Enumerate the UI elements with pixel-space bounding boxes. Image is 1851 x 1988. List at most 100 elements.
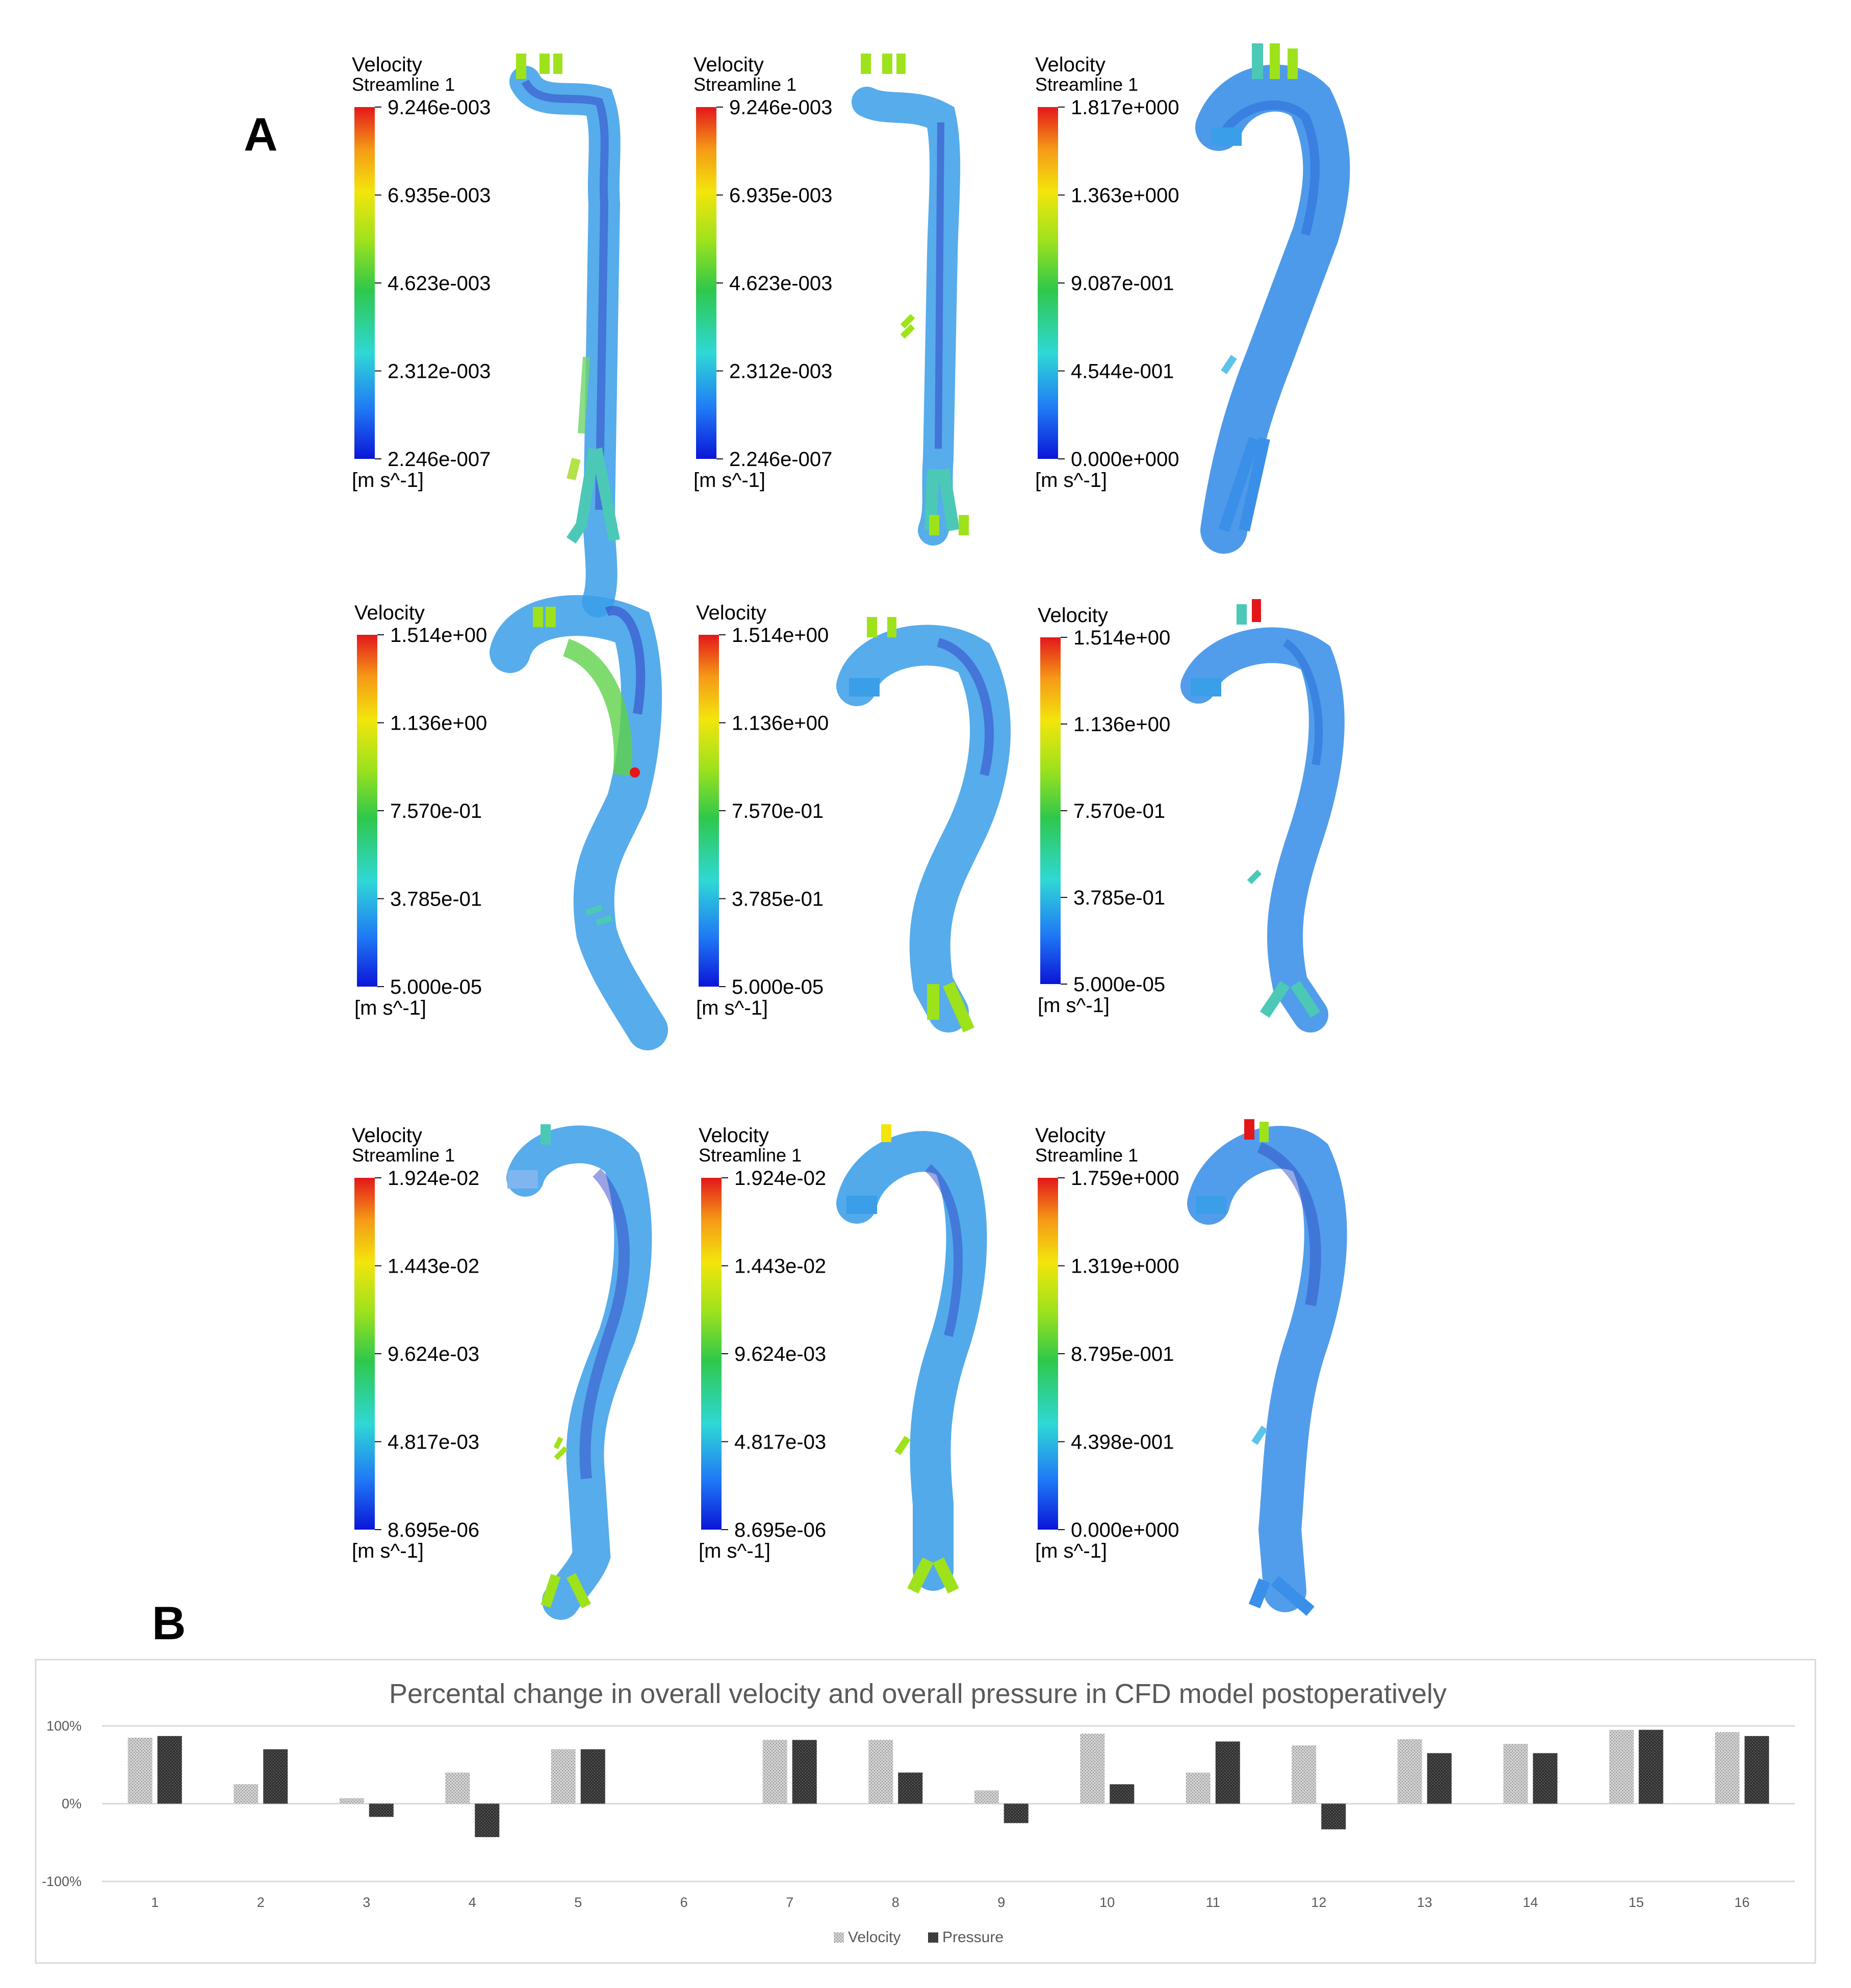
bar-pressure-10 — [1110, 1784, 1135, 1804]
legend-colorbar — [696, 107, 716, 459]
x-tick-label: 6 — [680, 1895, 688, 1910]
bar-velocity-16 — [1715, 1732, 1740, 1804]
legend-tick-label: 1.514e+00 — [390, 624, 487, 647]
color-legend-5: Velocity1.514e+001.136e+007.570e-013.785… — [696, 602, 829, 1019]
legend-label-pressure: Pressure — [942, 1929, 1004, 1946]
legend-unit: [m s^-1] — [354, 997, 426, 1019]
legend-tick-label: 7.570e-01 — [1073, 800, 1165, 822]
x-tick-label: 15 — [1629, 1895, 1644, 1910]
legend-tick-label: 9.624e-03 — [388, 1343, 479, 1365]
aorta-render-1 — [509, 54, 621, 617]
legend-unit: [m s^-1] — [696, 997, 768, 1019]
legend-tick-label: 9.246e-003 — [729, 96, 832, 119]
bar-velocity-1 — [127, 1737, 152, 1804]
panel-label-a: A — [244, 109, 277, 161]
aorta-render-6 — [1180, 599, 1345, 1032]
bar-velocity-9 — [974, 1790, 999, 1804]
bar-pressure-8 — [898, 1772, 923, 1804]
bar-pressure-14 — [1533, 1753, 1558, 1804]
x-tick-label: 14 — [1523, 1895, 1538, 1910]
x-tick-label: 4 — [469, 1895, 476, 1910]
legend-tick-label: 5.000e-05 — [390, 976, 482, 998]
legend-unit: [m s^-1] — [1038, 994, 1110, 1017]
legend-swatch-velocity — [834, 1932, 844, 1943]
panel-label-b: B — [152, 1597, 186, 1649]
legend-tick-label: 1.817e+000 — [1071, 96, 1179, 119]
legend-title: Velocity — [352, 54, 422, 76]
legend-unit: [m s^-1] — [1035, 469, 1107, 492]
legend-label-velocity: Velocity — [848, 1929, 901, 1946]
legend-colorbar — [1040, 637, 1061, 984]
legend-tick-label: 8.695e-06 — [388, 1519, 479, 1541]
legend-title: Velocity — [352, 1124, 422, 1147]
y-tick-label: -100% — [42, 1874, 82, 1889]
legend-tick-label: 8.795e-001 — [1071, 1343, 1174, 1365]
legend-tick-label: 1.443e-02 — [388, 1255, 479, 1278]
legend-colorbar — [701, 1178, 722, 1530]
bar-velocity-13 — [1397, 1739, 1422, 1804]
legend-tick-label: 4.623e-003 — [729, 272, 832, 295]
aorta-render-4 — [490, 595, 668, 1050]
legend-tick-label: 4.817e-03 — [388, 1431, 479, 1454]
chart-y-ticks: 100%0%-100% — [42, 1718, 82, 1889]
aorta-render-7 — [506, 1124, 652, 1620]
bar-pressure-11 — [1215, 1741, 1240, 1804]
legend-tick-label: 2.246e-007 — [729, 448, 832, 471]
bar-velocity-8 — [868, 1740, 893, 1804]
bar-velocity-3 — [339, 1798, 364, 1804]
aorta-render-3 — [1195, 43, 1350, 554]
bar-pressure-13 — [1427, 1753, 1452, 1804]
legend-tick-label: 1.514e+00 — [1073, 627, 1170, 649]
legend-tick-label: 4.623e-003 — [388, 272, 491, 295]
bar-velocity-11 — [1186, 1772, 1211, 1804]
x-tick-label: 2 — [257, 1895, 265, 1910]
legend-tick-label: 1.136e+00 — [390, 712, 487, 735]
legend-tick-label: 7.570e-01 — [732, 800, 824, 822]
legend-tick-label: 3.785e-01 — [732, 888, 824, 911]
legend-tick-label: 1.443e-02 — [734, 1255, 826, 1278]
legend-tick-label: 3.785e-01 — [390, 888, 482, 911]
legend-tick-label: 1.136e+00 — [1073, 713, 1170, 736]
legend-unit: [m s^-1] — [693, 469, 765, 492]
legend-tick-label: 2.246e-007 — [388, 448, 491, 471]
bar-chart: Percental change in overall velocity and… — [35, 1659, 1816, 1964]
legend-colorbar — [354, 1178, 375, 1530]
bar-pressure-16 — [1744, 1736, 1769, 1804]
legend-tick-label: 1.924e-02 — [734, 1167, 826, 1190]
legend-subtitle: Streamline 1 — [693, 74, 796, 95]
chart-title: Percental change in overall velocity and… — [389, 1679, 1447, 1709]
bar-velocity-12 — [1292, 1745, 1317, 1804]
legend-unit: [m s^-1] — [699, 1540, 770, 1562]
chart-legend: Velocity Pressure — [834, 1929, 1004, 1946]
bar-pressure-15 — [1638, 1729, 1663, 1804]
aorta-render-5 — [836, 617, 1011, 1032]
legend-title: Velocity — [699, 1124, 769, 1147]
x-tick-label: 5 — [574, 1895, 582, 1910]
bar-velocity-2 — [234, 1784, 259, 1804]
legend-tick-label: 5.000e-05 — [1073, 973, 1165, 996]
legend-colorbar — [1038, 1178, 1058, 1530]
x-tick-label: 13 — [1417, 1895, 1432, 1910]
legend-tick-label: 4.398e-001 — [1071, 1431, 1174, 1454]
x-tick-label: 8 — [892, 1895, 899, 1910]
bar-velocity-4 — [445, 1772, 470, 1804]
legend-subtitle: Streamline 1 — [1035, 1145, 1138, 1166]
aorta-renderings — [490, 43, 1350, 1620]
legend-title: Velocity — [1035, 1124, 1106, 1147]
color-legend-6: Velocity1.514e+001.136e+007.570e-013.785… — [1038, 604, 1170, 1017]
legend-tick-label: 9.624e-03 — [734, 1343, 826, 1365]
legend-unit: [m s^-1] — [352, 469, 424, 492]
legend-tick-label: 4.817e-03 — [734, 1431, 826, 1454]
x-tick-label: 12 — [1311, 1895, 1326, 1910]
x-tick-label: 11 — [1206, 1895, 1220, 1910]
legend-tick-label: 9.087e-001 — [1071, 272, 1174, 295]
legend-unit: [m s^-1] — [352, 1540, 424, 1562]
bar-velocity-5 — [551, 1749, 576, 1804]
bar-pressure-4 — [475, 1803, 500, 1838]
legend-tick-label: 9.246e-003 — [388, 96, 491, 119]
